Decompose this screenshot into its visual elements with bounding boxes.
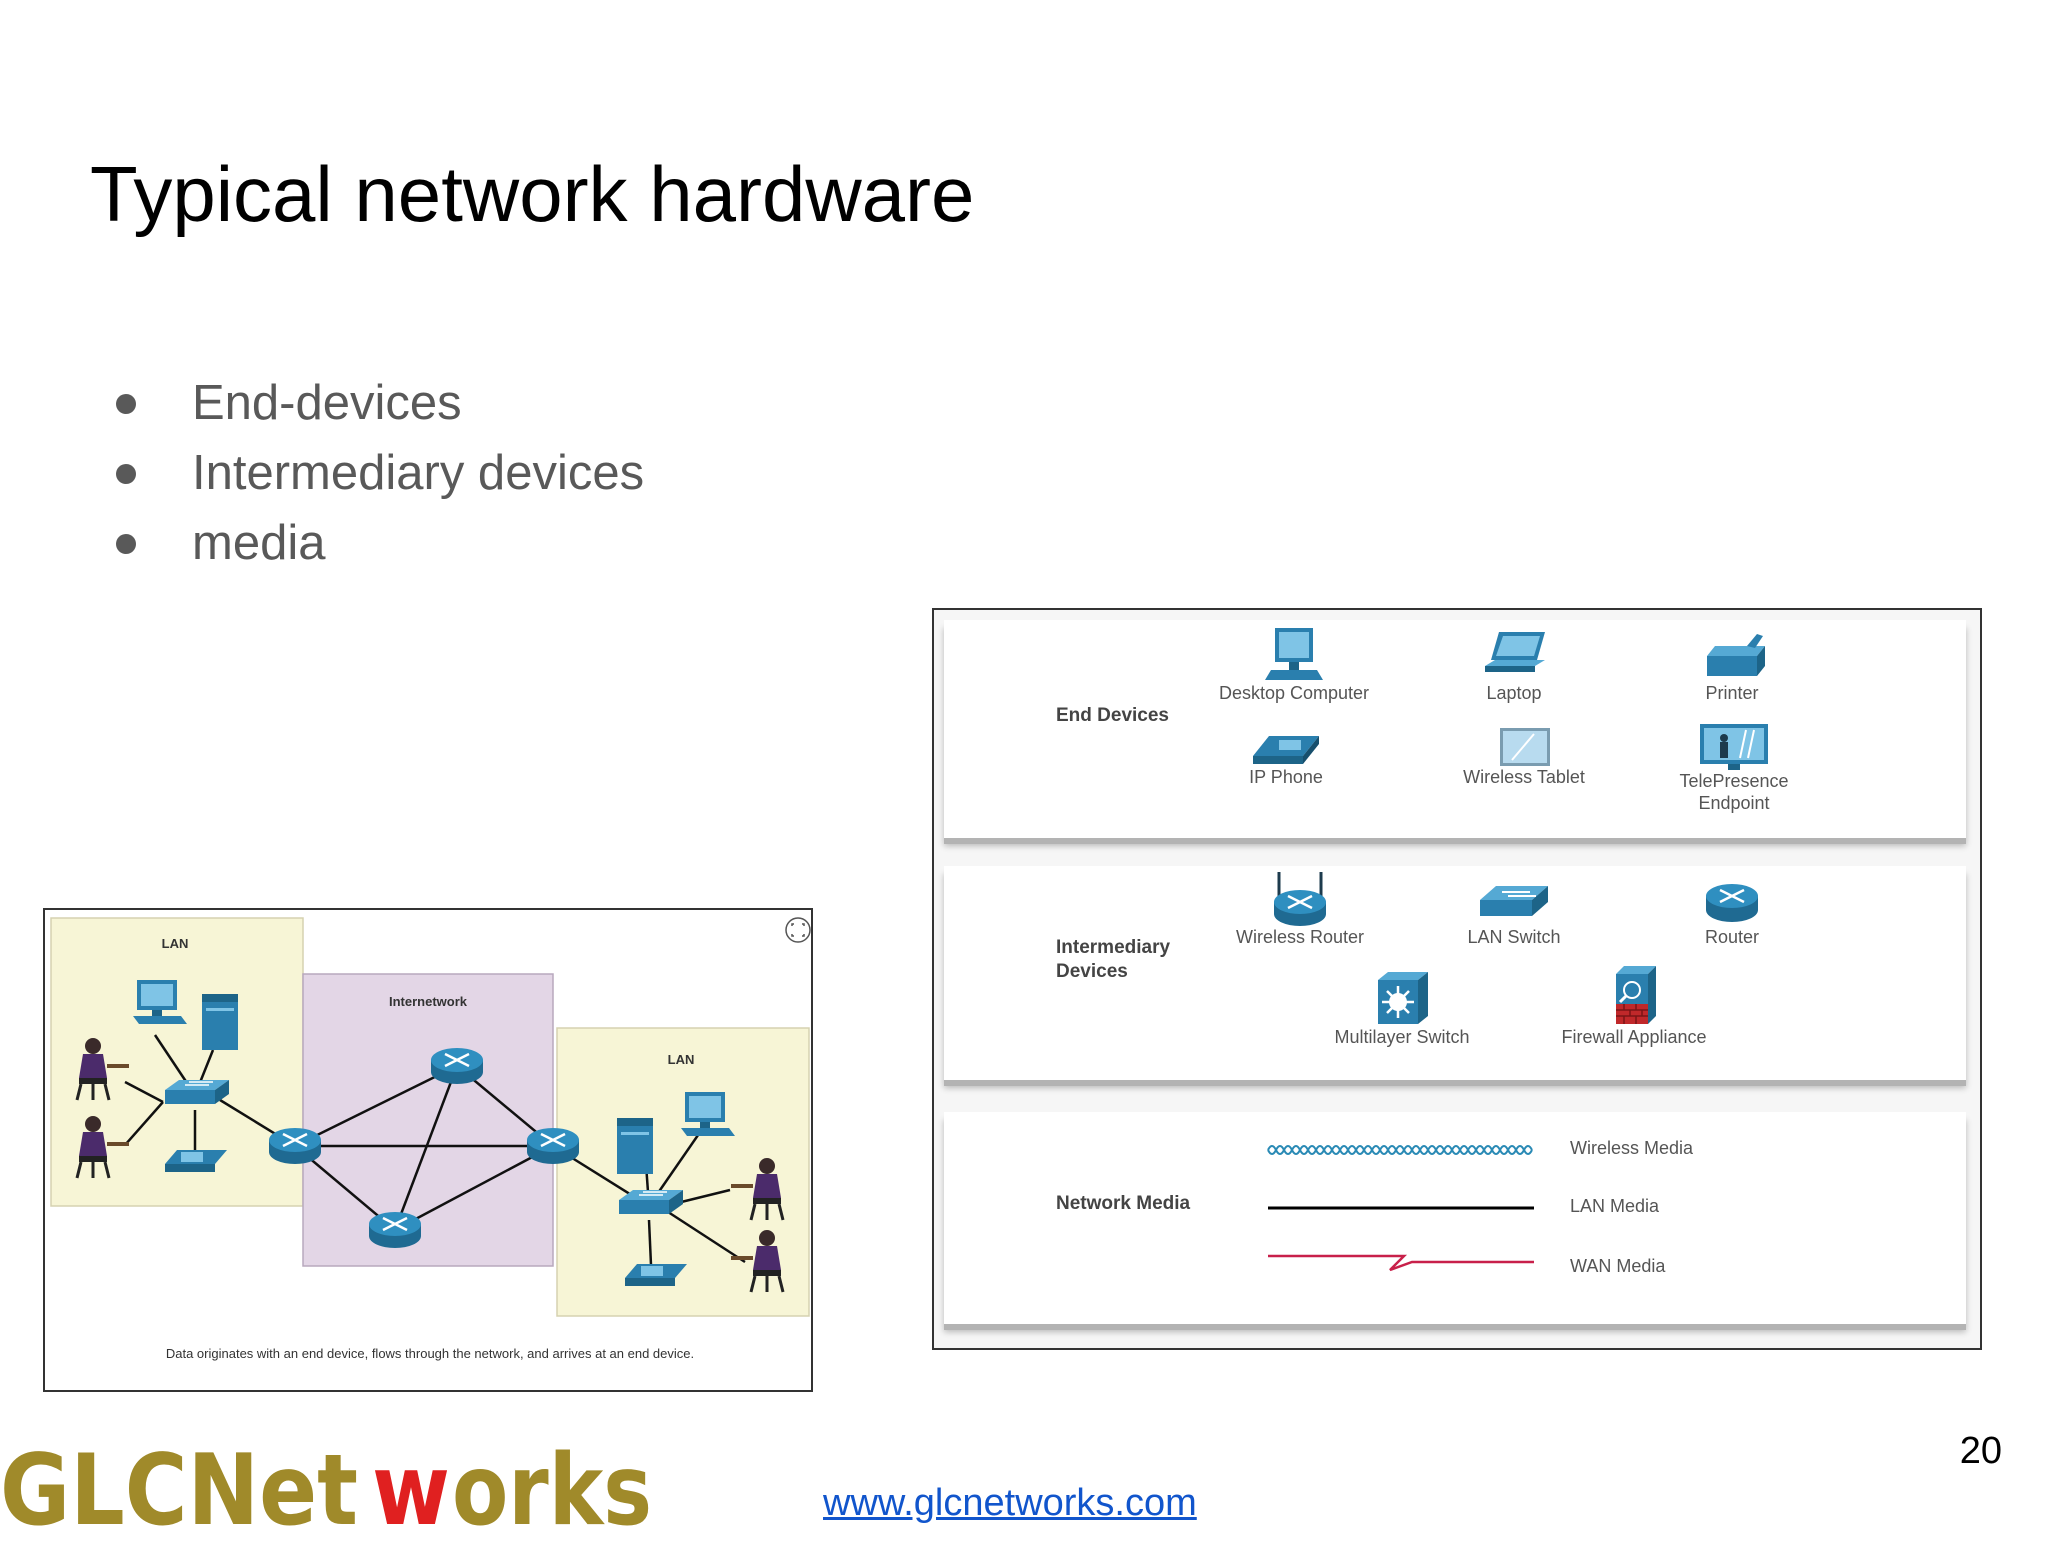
diagram-caption: Data originates with an end device, flow…	[166, 1346, 694, 1361]
tablet-icon	[1500, 728, 1550, 766]
wireless-media-line	[1267, 1145, 1533, 1155]
bullet-dot-icon	[116, 394, 136, 414]
router-item: Router	[1632, 868, 1832, 948]
bullet-text: End-devices	[192, 376, 462, 430]
intermediary-title-line2: Devices	[1056, 961, 1128, 982]
page-number: 20	[1959, 1430, 2002, 1472]
slide-title: Typical network hardware	[90, 150, 975, 238]
website-link[interactable]: www.glcnetworks.com	[823, 1482, 1197, 1524]
network-media-panel: Network Media Wireless Media LAN Media W…	[944, 1112, 1966, 1324]
ip-phone-label: IP Phone	[1186, 766, 1386, 788]
wireless-router-icon	[1274, 872, 1326, 926]
telepresence-label-line2: Endpoint	[1634, 792, 1834, 814]
firewall-appliance-label: Firewall Appliance	[1534, 1026, 1734, 1048]
laptop-icon	[1485, 632, 1545, 672]
router-icon	[1706, 884, 1758, 922]
device-legend: End Devices Desktop Computer Laptop	[932, 608, 1982, 1350]
lan-switch-item: LAN Switch	[1414, 868, 1614, 948]
svg-text:w: w	[372, 1436, 450, 1536]
svg-text:GLCNet: GLCNet	[0, 1436, 358, 1536]
router-icon	[367, 1210, 423, 1250]
printer-label: Printer	[1632, 682, 1832, 704]
wireless-tablet-item: Wireless Tablet	[1424, 722, 1624, 788]
telepresence-icon	[1700, 724, 1768, 770]
media-lines-svg	[1267, 1145, 1534, 1272]
laptop-label: Laptop	[1414, 682, 1614, 704]
server-icon	[202, 994, 238, 1050]
expand-icon[interactable]	[785, 917, 811, 943]
wan-media-line	[1268, 1254, 1534, 1272]
firewall-appliance-item: Firewall Appliance	[1534, 962, 1734, 1048]
network-media-title: Network Media	[1056, 1193, 1191, 1214]
bullet-text: Intermediary devices	[192, 446, 645, 500]
bullet-dot-icon	[116, 534, 136, 554]
lan-media-label: LAN Media	[1570, 1196, 1660, 1216]
svg-text:orks: orks	[452, 1436, 652, 1536]
intermediary-title-line1: Intermediary	[1056, 937, 1171, 958]
lan-left-label: LAN	[162, 936, 189, 951]
desktop-computer-item: Desktop Computer	[1194, 626, 1394, 704]
lan-right-label: LAN	[668, 1052, 695, 1067]
wireless-tablet-label: Wireless Tablet	[1424, 766, 1624, 788]
lan-switch-icon	[164, 1079, 230, 1105]
wireless-router-label: Wireless Router	[1200, 926, 1400, 948]
wan-media-label: WAN Media	[1570, 1256, 1666, 1276]
glcnetworks-logo: GLCNet w orks	[0, 1434, 652, 1541]
multilayer-switch-icon	[1378, 972, 1428, 1024]
desktop-icon	[1265, 628, 1323, 680]
wireless-router-item: Wireless Router	[1200, 868, 1400, 948]
router-icon	[267, 1126, 323, 1166]
internetwork-zone	[302, 973, 554, 1267]
lan-switch-label: LAN Switch	[1414, 926, 1614, 948]
ip-phone-icon	[1253, 736, 1319, 764]
router-icon	[429, 1046, 485, 1086]
bullet-list: End-devices Intermediary devices media	[110, 368, 644, 578]
router-label: Router	[1632, 926, 1832, 948]
printer-icon	[1707, 634, 1765, 676]
desktop-computer-label: Desktop Computer	[1194, 682, 1394, 704]
printer-item: Printer	[1632, 626, 1832, 704]
ip-phone-item: IP Phone	[1186, 722, 1386, 788]
server-icon	[617, 1118, 653, 1174]
multilayer-switch-item: Multilayer Switch	[1302, 966, 1502, 1048]
internetwork-label: Internetwork	[389, 994, 468, 1009]
company-logo: GLCNet w orks	[0, 1434, 660, 1541]
wireless-media-label: Wireless Media	[1570, 1138, 1694, 1158]
bullet-dot-icon	[116, 464, 136, 484]
laptop-item: Laptop	[1414, 626, 1614, 704]
bullet-text: media	[192, 516, 326, 570]
bullet-item: End-devices	[110, 368, 644, 438]
network-diagram-svg: LAN Internetwork LAN	[50, 917, 811, 1361]
lan-switch-icon	[1480, 886, 1548, 916]
lan-switch-icon	[618, 1189, 684, 1215]
telepresence-label: TelePresence	[1634, 770, 1834, 792]
network-diagram: LAN Internetwork LAN	[43, 908, 813, 1392]
wireless-media-line-2	[1267, 1145, 1533, 1155]
intermediary-devices-panel: Intermediary Devices Wireless Router LAN…	[944, 866, 1966, 1080]
bullet-item: Intermediary devices	[110, 438, 644, 508]
end-devices-panel: End Devices Desktop Computer Laptop	[944, 620, 1966, 838]
firewall-icon	[1616, 966, 1656, 1024]
intermediary-devices-title: Intermediary Devices	[1056, 936, 1170, 984]
telepresence-item: TelePresence Endpoint	[1634, 722, 1834, 814]
router-icon	[525, 1126, 581, 1166]
multilayer-switch-label: Multilayer Switch	[1302, 1026, 1502, 1048]
end-devices-title: End Devices	[1056, 705, 1169, 726]
bullet-item: media	[110, 508, 644, 578]
